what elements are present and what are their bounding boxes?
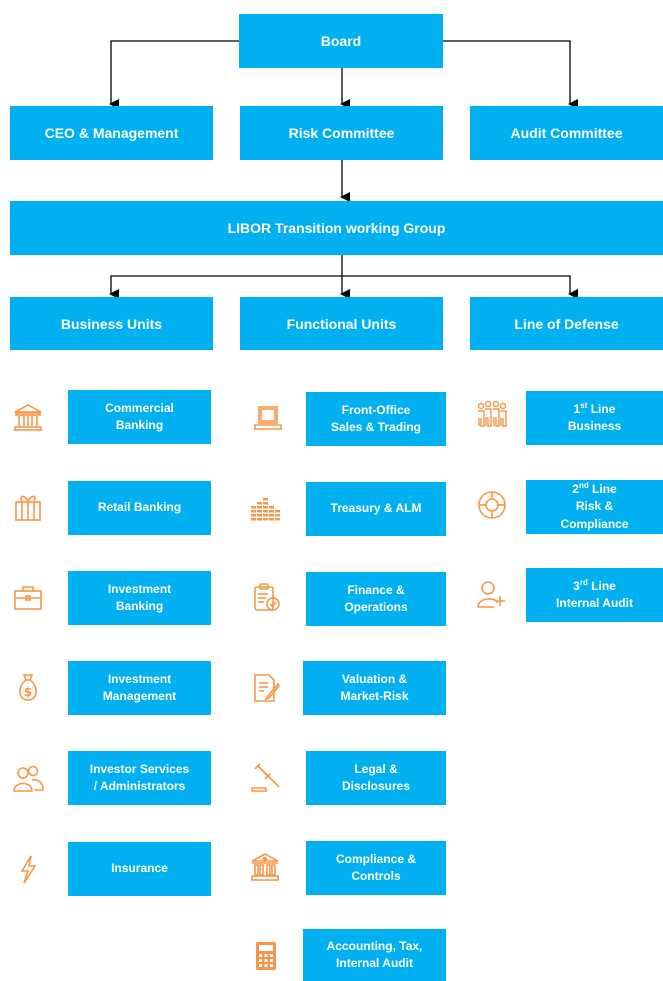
coin-stacks-icon (250, 493, 282, 525)
ceo-management-box: CEO & Management (10, 106, 213, 160)
gavel-icon (250, 761, 282, 793)
business-units-header: Business Units (10, 297, 213, 350)
risk-committee-box: Risk Committee (240, 106, 443, 160)
group-to-business-arrow (109, 275, 342, 299)
briefcase-icon (12, 581, 44, 613)
front-office-box: Front-Office Sales & Trading (306, 392, 446, 446)
accounting-tax-audit-box: Accounting, Tax, Internal Audit (303, 929, 446, 981)
line-of-defense-header: Line of Defense (470, 297, 663, 350)
valuation-market-risk-box: Valuation & Market-Risk (303, 661, 446, 715)
third-line-label: 3rd Line Internal Audit (556, 577, 633, 610)
working-group-box: LIBOR Transition working Group (10, 201, 663, 255)
investor-services-box: Investor Services / Administrators (68, 751, 211, 805)
functional-units-header: Functional Units (240, 297, 443, 350)
retail-banking-box: Retail Banking (68, 481, 211, 535)
finance-operations-box: Finance & Operations (306, 572, 446, 626)
investment-management-box: Investment Management (68, 661, 211, 715)
bank-icon (12, 401, 44, 433)
money-bag-icon: $ (12, 671, 44, 703)
first-line-label: 1st Line Business (567, 400, 622, 433)
first-line-box: 1st Line Business (526, 391, 663, 445)
clipboard-check-icon (250, 582, 282, 614)
target-icon (476, 489, 508, 521)
audit-committee-box: Audit Committee (470, 106, 663, 160)
add-user-icon (476, 578, 508, 610)
institution-icon (249, 851, 281, 883)
board-to-ceo-arrow (109, 40, 239, 109)
second-line-label: 2nd Line Risk & Compliance (560, 480, 629, 531)
laptop-icon (252, 402, 284, 434)
group-to-defense-arrow (342, 275, 578, 299)
svg-text:$: $ (24, 685, 32, 699)
treasury-alm-box: Treasury & ALM (306, 482, 446, 536)
gift-icon (12, 491, 44, 523)
document-edit-icon (250, 672, 282, 704)
legal-disclosures-box: Legal & Disclosures (306, 751, 446, 805)
insurance-box: Insurance (68, 842, 211, 896)
second-line-box: 2nd Line Risk & Compliance (526, 480, 663, 534)
calculator-icon (250, 940, 282, 972)
commercial-banking-box: Commercial Banking (68, 390, 211, 444)
board-to-audit-arrow (443, 40, 578, 109)
third-line-box: 3rd Line Internal Audit (526, 568, 663, 622)
board-box: Board (239, 14, 443, 68)
investment-banking-box: Investment Banking (68, 571, 211, 625)
team-icon (476, 398, 508, 430)
compliance-controls-box: Compliance & Controls (306, 841, 446, 895)
users-icon (12, 762, 44, 794)
lightning-icon (12, 853, 44, 885)
